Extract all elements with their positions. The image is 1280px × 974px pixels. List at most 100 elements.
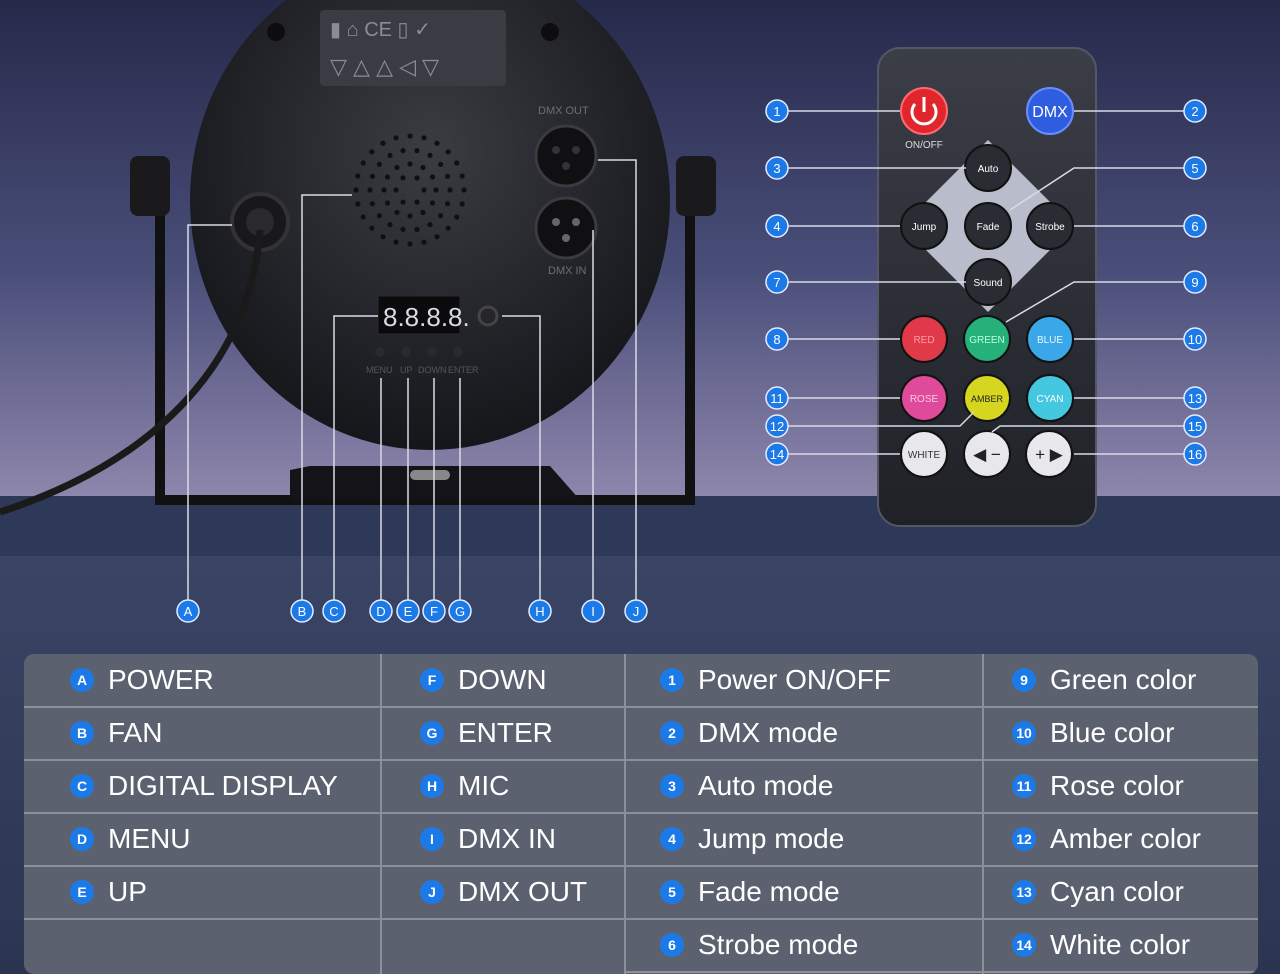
strobe-button[interactable]: Strobe — [1026, 202, 1074, 250]
white-button[interactable]: WHITE — [900, 430, 948, 478]
callout-badge: 12 — [765, 414, 789, 438]
grill-hole — [421, 187, 427, 193]
callout-number: 16 — [1188, 447, 1202, 462]
grill-hole — [433, 187, 439, 193]
grill-hole — [407, 133, 413, 139]
callout-badge: 13 — [1183, 386, 1207, 410]
grill-hole — [393, 135, 399, 141]
legend-key-badge: 13 — [1012, 880, 1036, 904]
callout-number: 7 — [773, 275, 780, 290]
screw-hole — [267, 23, 285, 41]
jump-button[interactable]: Jump — [900, 202, 948, 250]
legend-label: DMX OUT — [458, 876, 588, 907]
legend-label: DMX mode — [698, 717, 839, 748]
dmx-in-label: DMX IN — [548, 265, 587, 277]
left-knob — [130, 156, 170, 216]
grill-hole — [429, 174, 436, 180]
fan-icon — [477, 305, 499, 327]
grill-hole — [420, 209, 426, 216]
grill-hole — [438, 213, 444, 219]
grill-hole — [445, 149, 451, 155]
blue-button-label: BLUE — [1037, 335, 1063, 346]
rose-button[interactable]: ROSE — [900, 374, 948, 422]
grill-hole — [360, 160, 366, 166]
callout-badge: J — [624, 599, 648, 623]
legend-label: Power ON/OFF — [698, 664, 891, 695]
callout-badge: 15 — [1183, 414, 1207, 438]
plus-button[interactable]: + ▶ — [1025, 430, 1073, 478]
callout-number: 6 — [1191, 219, 1198, 234]
callout-badge: 3 — [765, 156, 789, 180]
callout-number: 10 — [1188, 332, 1202, 347]
callout-badge: 10 — [1183, 327, 1207, 351]
legend-key-badge: D — [70, 827, 94, 851]
minus-button[interactable]: ◀ − — [963, 430, 1011, 478]
grill-hole — [369, 149, 375, 155]
button-label-menu: MENU — [366, 365, 393, 375]
base-foot — [290, 466, 580, 500]
callout-badge: I — [581, 599, 605, 623]
auto-button[interactable]: Auto — [964, 144, 1012, 192]
legend-key-badge: 9 — [1012, 668, 1036, 692]
callout-number: 11 — [770, 391, 784, 406]
button-label-up: UP — [400, 365, 413, 375]
callout-number: 1 — [773, 104, 780, 119]
red-button[interactable]: RED — [900, 315, 948, 363]
certification-label — [320, 10, 506, 86]
grill-hole — [384, 200, 391, 206]
grill-hole — [414, 148, 420, 154]
power-icon — [910, 103, 938, 126]
legend-label: Strobe mode — [698, 929, 859, 960]
dmx-button[interactable] — [1026, 87, 1074, 135]
callout-badge: B — [290, 599, 314, 623]
green-button[interactable]: GREEN — [963, 315, 1011, 363]
legend-label: DOWN — [458, 664, 547, 695]
remote-callout-lines — [788, 110, 1184, 455]
grill-hole — [369, 201, 376, 207]
cyan-button[interactable]: CYAN — [1026, 374, 1074, 422]
grill-hole — [380, 140, 386, 146]
cert-symbols-bottom: ▽ △ △ ◁ ▽ — [330, 54, 439, 79]
callout-badge: 14 — [765, 442, 789, 466]
legend-label: Blue color — [1050, 717, 1175, 748]
legend-label: DMX IN — [458, 823, 556, 854]
grill-hole — [454, 214, 460, 220]
grill-hole — [400, 148, 406, 154]
callout-badge: H — [528, 599, 552, 623]
grill-hole — [387, 222, 393, 228]
callout-number: 8 — [773, 332, 780, 347]
blue-button[interactable]: BLUE — [1026, 315, 1074, 363]
callout-number: 2 — [1191, 104, 1198, 119]
callout-badge: E — [396, 599, 420, 623]
sound-button[interactable]: Sound — [964, 258, 1012, 306]
fade-button[interactable]: Fade — [964, 202, 1012, 250]
cert-symbols-top: ▮ ⌂ CE ▯ ✓ — [330, 19, 431, 41]
menu-button[interactable] — [375, 347, 385, 357]
grill-hole — [400, 175, 406, 181]
legend-row: J DMX OUT — [382, 866, 626, 920]
legend-label: Jump mode — [698, 823, 845, 854]
amber-button[interactable]: AMBER — [963, 374, 1011, 422]
grill-hole — [376, 161, 382, 167]
rose-button-label: ROSE — [910, 394, 939, 405]
legend-label: Fade mode — [698, 876, 840, 907]
up-button[interactable] — [401, 347, 411, 357]
grill-hole — [421, 135, 427, 141]
down-button[interactable] — [427, 347, 437, 357]
grill-hole — [420, 164, 426, 171]
callout-badge: 6 — [1183, 214, 1207, 238]
green-button-label: GREEN — [969, 335, 1005, 346]
legend-label: MENU — [108, 823, 191, 854]
callout-letter: D — [376, 604, 385, 619]
legend-label: Green color — [1050, 664, 1197, 695]
enter-button[interactable] — [453, 347, 463, 357]
legend-key-badge: J — [420, 880, 444, 904]
